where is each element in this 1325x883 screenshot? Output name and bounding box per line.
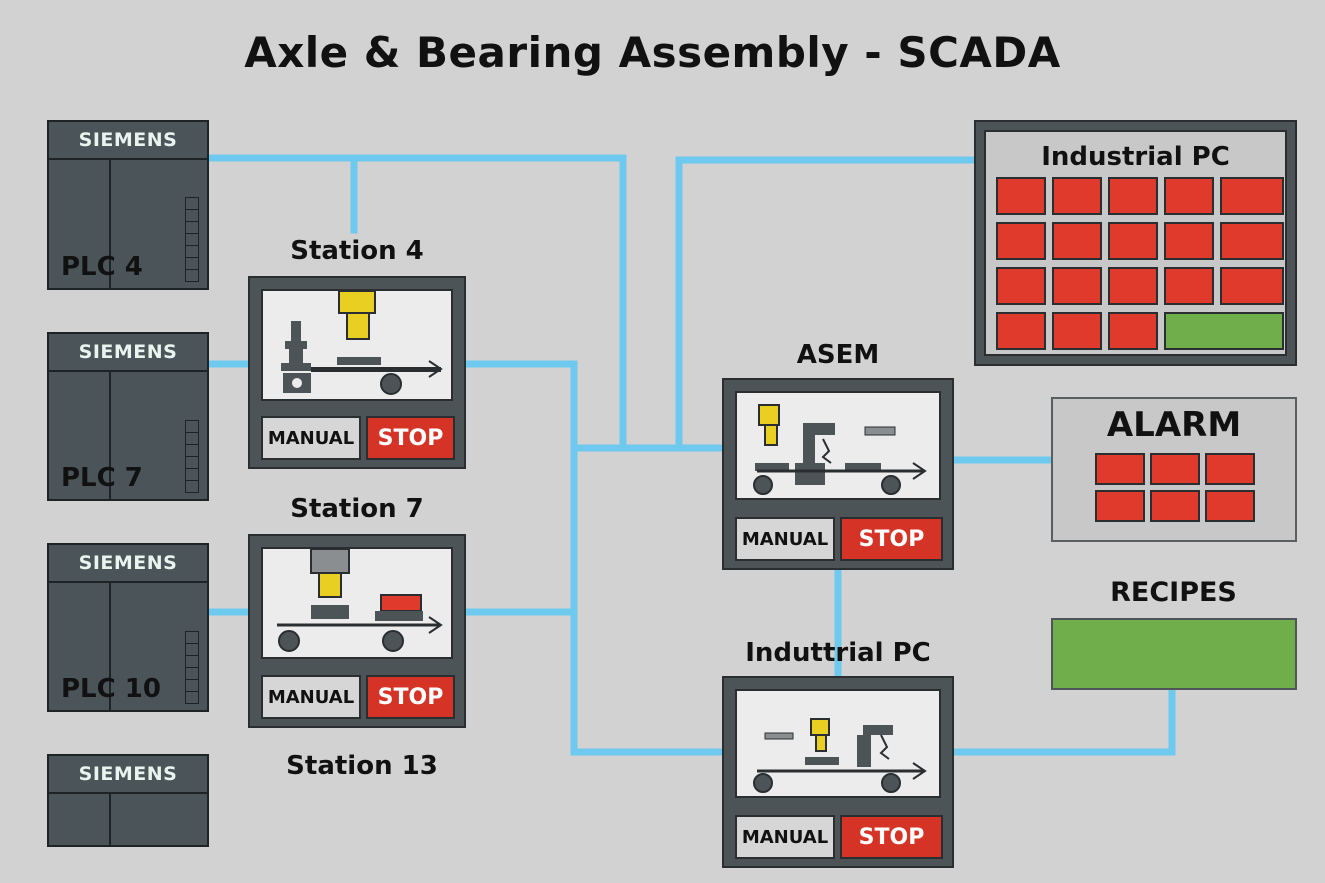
siemens-logo: SIEMENS: [49, 756, 207, 794]
manual-button[interactable]: MANUAL: [735, 815, 835, 859]
industrial-pc-screen: Industrial PC: [984, 130, 1287, 356]
status-cell-fault[interactable]: [1220, 222, 1284, 260]
status-cell-fault[interactable]: [1220, 177, 1284, 215]
asem-screen: [735, 391, 941, 500]
manual-button[interactable]: MANUAL: [261, 416, 361, 460]
page-title: Axle & Bearing Assembly - SCADA: [244, 28, 1061, 77]
status-cell-fault[interactable]: [1108, 312, 1158, 350]
plc-divider: [109, 160, 111, 288]
stop-button[interactable]: STOP: [840, 517, 943, 561]
assembly-machine-icon: [753, 718, 927, 793]
status-cell-ok[interactable]: [1164, 312, 1284, 350]
status-cell-fault[interactable]: [1108, 177, 1158, 215]
industrial-pc-title: Industrial PC: [1041, 142, 1230, 172]
status-cell-fault[interactable]: [1164, 222, 1214, 260]
asem-label: ASEM: [796, 340, 880, 370]
status-cell-fault[interactable]: [996, 177, 1046, 215]
siemens-logo: SIEMENS: [49, 545, 207, 583]
status-cell-fault[interactable]: [1108, 222, 1158, 260]
assembly-machine-icon: [753, 404, 927, 495]
industrial-pc-2-panel: MANUAL STOP: [722, 676, 954, 868]
manual-button[interactable]: MANUAL: [261, 675, 361, 719]
wire-plc4: [204, 154, 627, 452]
wire-indpc-recipes: [950, 684, 1176, 756]
station-4-screen: [261, 289, 453, 401]
plc-divider: [109, 372, 111, 499]
alarm-cell[interactable]: [1205, 490, 1255, 522]
status-cell-fault[interactable]: [996, 312, 1046, 350]
siemens-logo: SIEMENS: [49, 334, 207, 372]
status-cell-fault[interactable]: [1164, 267, 1214, 305]
plc-name: PLC 10: [61, 674, 161, 704]
plc-13[interactable]: SIEMENS: [47, 754, 209, 847]
plc-10[interactable]: SIEMENS PLC 10: [47, 543, 209, 712]
plc-divider: [109, 583, 111, 710]
plc-name: PLC 7: [61, 463, 143, 493]
station-7-label: Station 7: [290, 494, 424, 524]
station-4-label: Station 4: [290, 236, 424, 266]
alarm-title: ALARM: [1106, 405, 1242, 445]
plc-divider: [109, 794, 111, 845]
status-cell-fault[interactable]: [1052, 267, 1102, 305]
conveyor-machine-icon: [277, 549, 443, 652]
alarm-cell[interactable]: [1095, 490, 1145, 522]
io-module-icon: [185, 420, 199, 493]
wire-ipc-top: [675, 156, 978, 452]
status-cell-fault[interactable]: [1052, 177, 1102, 215]
plc-7[interactable]: SIEMENS PLC 7: [47, 332, 209, 501]
wire-station4-bus: [462, 360, 726, 756]
stop-button[interactable]: STOP: [366, 416, 455, 460]
status-cell-fault[interactable]: [1052, 312, 1102, 350]
station-7-panel: MANUAL STOP: [248, 534, 466, 728]
station-13-label: Station 13: [286, 751, 438, 781]
status-cell-fault[interactable]: [1220, 267, 1284, 305]
status-cell-fault[interactable]: [1052, 222, 1102, 260]
station-4-panel: MANUAL STOP: [248, 276, 466, 469]
siemens-logo: SIEMENS: [49, 122, 207, 160]
alarm-cell[interactable]: [1150, 490, 1200, 522]
industrial-pc-2-label: Induttrial PC: [745, 638, 931, 668]
io-module-icon: [185, 631, 199, 704]
alarm-panel: ALARM: [1051, 397, 1297, 542]
alarm-cell[interactable]: [1095, 453, 1145, 485]
stop-button[interactable]: STOP: [840, 815, 943, 859]
recipes-label: RECIPES: [1110, 577, 1237, 608]
status-cell-fault[interactable]: [1164, 177, 1214, 215]
recipes-button[interactable]: [1051, 618, 1297, 690]
alarm-cell[interactable]: [1150, 453, 1200, 485]
stop-button[interactable]: STOP: [366, 675, 455, 719]
status-cell-fault[interactable]: [996, 267, 1046, 305]
plc-4[interactable]: SIEMENS PLC 4: [47, 120, 209, 290]
io-module-icon: [185, 197, 199, 282]
status-cell-fault[interactable]: [996, 222, 1046, 260]
alarm-cell[interactable]: [1205, 453, 1255, 485]
press-machine-icon: [281, 291, 443, 395]
industrial-pc-panel: Industrial PC: [974, 120, 1297, 366]
status-cell-fault[interactable]: [1108, 267, 1158, 305]
station-7-screen: [261, 547, 453, 659]
industrial-pc-2-screen: [735, 689, 941, 798]
plc-name: PLC 4: [61, 252, 143, 282]
manual-button[interactable]: MANUAL: [735, 517, 835, 561]
asem-panel: MANUAL STOP: [722, 378, 954, 570]
